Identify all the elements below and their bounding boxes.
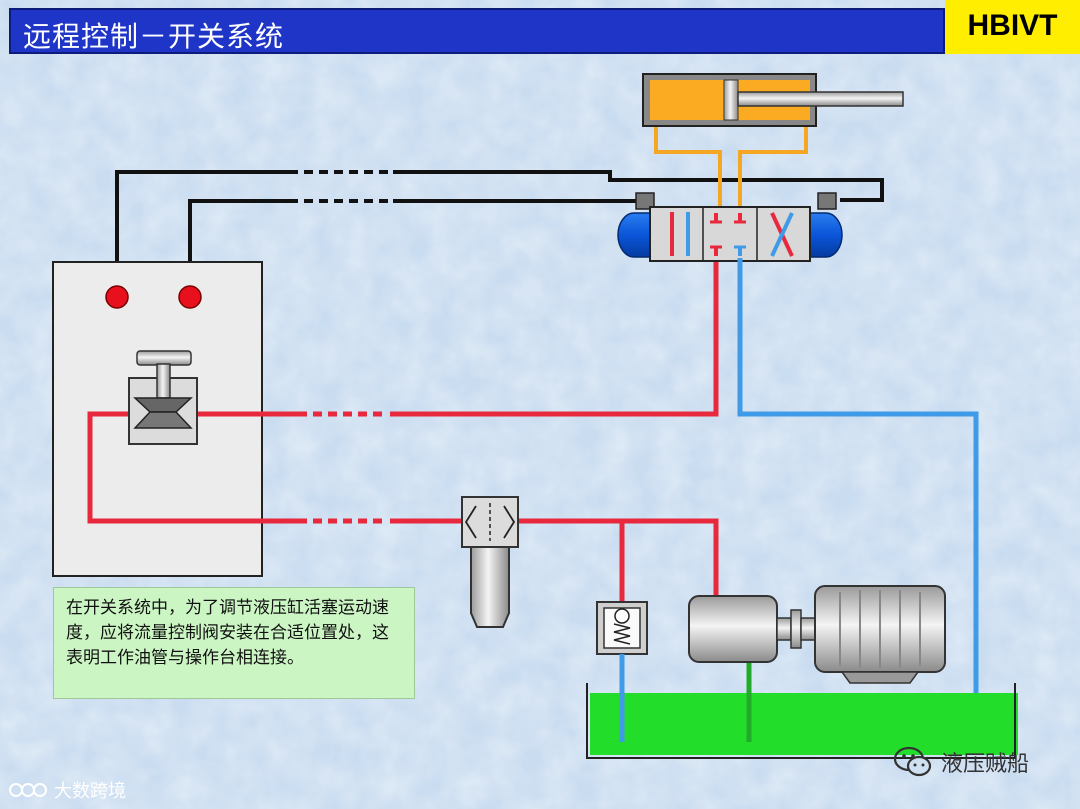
watermark-left: 大数跨境: [8, 776, 126, 804]
oil-tank: [586, 683, 1018, 759]
signal-lines: [115, 170, 884, 262]
watermark-right: 液压贼船: [893, 742, 1029, 782]
title-bar: 远程控制－开关系统: [9, 8, 945, 54]
page-title: 远程控制－开关系统: [23, 20, 285, 53]
relief-valve: [596, 601, 648, 655]
indicator-lamp-right: [178, 285, 202, 309]
indicator-lamp-left: [105, 285, 129, 309]
tank-lines: [619, 654, 752, 742]
cylinder-lines: [654, 122, 808, 218]
brand-box: HBIVT: [945, 0, 1080, 54]
flow-control-valve: [128, 350, 198, 445]
description-note: 在开关系统中，为了调节液压缸活塞运动速度，应将流量控制阀安装在合适位置处，这表明…: [53, 587, 415, 699]
return-line: [737, 258, 979, 745]
electric-motor: [814, 585, 946, 684]
watermark-right-text: 液压贼船: [941, 752, 1030, 777]
wechat-icon: [893, 746, 932, 777]
directional-valve: [617, 192, 843, 262]
filter: [461, 496, 519, 628]
hydraulic-cylinder: [642, 73, 904, 127]
hydraulic-pump: [688, 595, 816, 663]
brand-label: HBIVT: [967, 9, 1058, 42]
watermark-left-text: 大数跨境: [54, 781, 126, 802]
source-logo-icon: [9, 783, 47, 797]
